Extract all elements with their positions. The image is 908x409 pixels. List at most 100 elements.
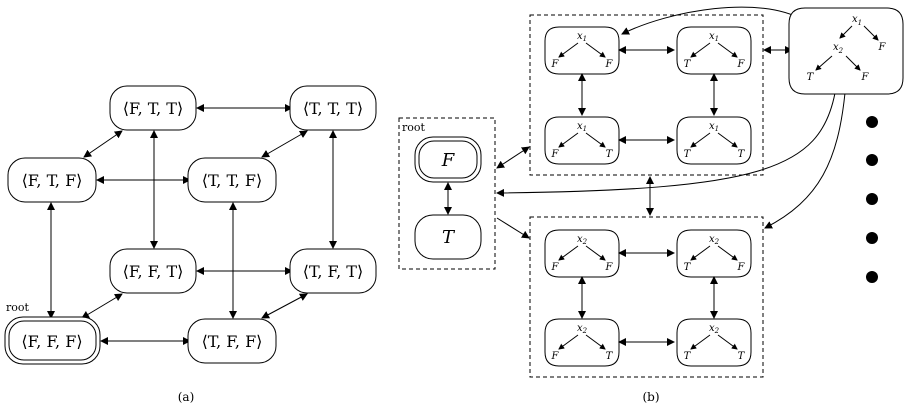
tree-edge-left	[690, 245, 711, 261]
node-label: F	[441, 150, 456, 171]
edge-ttf-ttt	[261, 130, 308, 158]
node-x2-ft: x2F T	[544, 318, 620, 367]
tree-edge-right	[585, 42, 606, 58]
tree-var-label: x1	[709, 121, 719, 133]
tree-leaf-left: T	[684, 59, 692, 70]
tree-edge-right	[717, 132, 738, 148]
big-tree-edge-top-right	[863, 25, 879, 41]
tree-var-label: x2	[709, 323, 720, 335]
tree-edge-right	[717, 42, 738, 58]
root-label-b: root	[402, 121, 426, 134]
node-ftf: ⟨F, T, F⟩	[7, 157, 97, 203]
tree-edge-left	[690, 334, 711, 350]
tree-edge-right	[585, 245, 606, 261]
tree-leaf-left: T	[684, 262, 692, 273]
tree-var-label: x2	[709, 234, 720, 246]
ellipsis-dot	[866, 232, 878, 244]
tree-leaf-right: T	[606, 149, 614, 160]
node-fft: ⟨F, F, T⟩	[109, 248, 197, 294]
node-root-f: F	[414, 136, 482, 183]
tree-edge-left	[690, 132, 711, 148]
big-tree-leaf-ll: T	[807, 72, 815, 83]
tree-edge-right	[717, 334, 738, 350]
ellipsis-dot	[866, 271, 878, 283]
node-label: ⟨F, F, T⟩	[123, 262, 184, 281]
panel-a: ⟨F, T, T⟩ ⟨T, T, T⟩ ⟨F, T, F⟩ ⟨T, T, F⟩ …	[4, 85, 377, 404]
tree-leaf-left: F	[551, 351, 560, 362]
tree-edge-left	[558, 245, 579, 261]
tree-edge-left	[690, 42, 711, 58]
node-ttf: ⟨T, T, F⟩	[187, 157, 277, 203]
node-label: ⟨T, T, T⟩	[303, 99, 363, 118]
node-x1-tf: x1T F	[676, 26, 752, 75]
node-big-tree: x1 F x2 T F	[788, 7, 904, 95]
node-label: T	[442, 227, 456, 248]
edge-bigtree-root	[496, 92, 836, 197]
big-tree-top-var: x1	[852, 14, 862, 27]
tree-var-label: x1	[577, 31, 587, 43]
node-tff: ⟨T, F, F⟩	[187, 318, 277, 364]
panel-b-cross-edges	[496, 6, 846, 239]
ellipsis-dot	[866, 116, 878, 128]
node-x2-tf: x2T F	[676, 229, 752, 278]
node-label: ⟨F, F, F⟩	[21, 332, 82, 351]
caption-a: (a)	[178, 390, 195, 404]
panel-b-group-edges	[578, 46, 718, 346]
node-x2-tt: x2T T	[676, 318, 752, 367]
ellipsis-dots	[866, 116, 878, 283]
tree-var-label: x1	[577, 121, 587, 133]
big-tree-mid-var: x2	[833, 42, 844, 55]
ellipsis-dot	[866, 154, 878, 166]
tree-edge-left	[558, 42, 579, 58]
big-tree-edge-mid-right	[845, 55, 861, 71]
tree-leaf-right: F	[737, 262, 746, 273]
tree-leaf-left: T	[684, 149, 692, 160]
big-tree-edge-top-left	[839, 25, 853, 39]
node-t: T	[414, 214, 482, 260]
tree-leaf-right: T	[738, 351, 746, 362]
node-fff-root: ⟨F, F, F⟩	[4, 316, 101, 365]
node-ttt: ⟨T, T, T⟩	[289, 85, 377, 131]
edge-bigtree-x1-top	[621, 6, 804, 35]
tree-leaf-left: F	[551, 149, 560, 160]
big-tree-leaf-lr: F	[861, 72, 870, 83]
node-tft: ⟨T, F, T⟩	[289, 248, 377, 294]
node-x1-ft: x1F T	[544, 116, 620, 165]
tree-var-label: x1	[709, 31, 719, 43]
node-x1-tt: x1T T	[676, 116, 752, 165]
tree-edge-right	[585, 334, 606, 350]
edge-ftf-ftt	[83, 130, 123, 158]
tree-leaf-right: F	[737, 59, 746, 70]
edge-tff-tft	[261, 293, 308, 319]
big-tree-leaf-right: F	[878, 42, 887, 53]
big-tree-edge-mid-left	[815, 55, 833, 71]
node-label: ⟨T, F, F⟩	[202, 332, 263, 351]
tree-leaf-right: T	[738, 149, 746, 160]
tree-var-label: x2	[577, 234, 588, 246]
edge-root-x1-group	[496, 146, 530, 169]
caption-b: (b)	[642, 390, 659, 404]
edge-root-x2-group	[496, 217, 530, 239]
tree-leaf-right: F	[605, 262, 614, 273]
root-group-box	[398, 117, 496, 270]
tree-edge-left	[558, 334, 579, 350]
root-label-a: root	[6, 301, 30, 314]
tree-edge-right	[717, 245, 738, 261]
tree-leaf-right: F	[605, 59, 614, 70]
tree-leaf-right: T	[606, 351, 614, 362]
tree-leaf-left: T	[684, 351, 692, 362]
tree-edge-right	[585, 132, 606, 148]
edge-bigtree-x2-group	[764, 92, 846, 229]
node-label: ⟨T, T, F⟩	[202, 171, 263, 190]
tree-edge-left	[558, 132, 579, 148]
tree-leaf-left: F	[551, 59, 560, 70]
tree-var-label: x2	[577, 323, 588, 335]
ellipsis-dot	[866, 193, 878, 205]
node-label: ⟨F, T, F⟩	[22, 171, 83, 190]
edge-fff-fft	[81, 293, 123, 319]
